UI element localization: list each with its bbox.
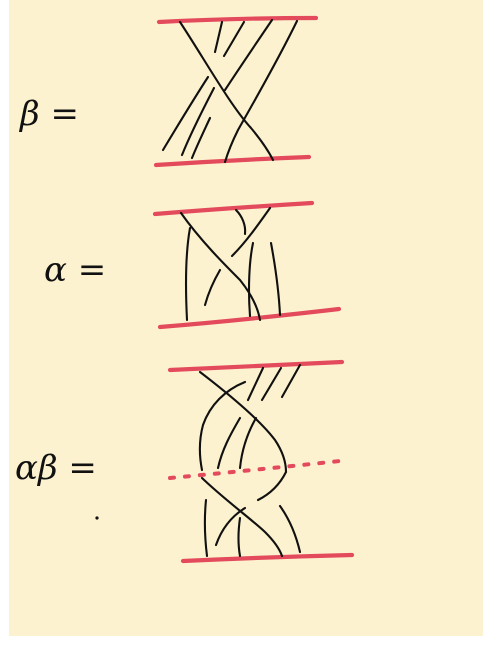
- braid-alpha: α =: [44, 200, 342, 330]
- alpha-beta-top-boundary: [167, 359, 345, 373]
- braid-beta: β =: [18, 15, 319, 168]
- beta-bottom-boundary: [153, 154, 312, 168]
- alpha-strand-right: [269, 241, 282, 317]
- alpha-beta-lower-strand-3: [237, 516, 242, 558]
- alpha-beta-middle-dotted-boundary: [168, 459, 342, 480]
- alpha-beta-upper-strand-2: [216, 366, 265, 470]
- alpha-beta-upper-strand-4: [238, 416, 258, 470]
- alpha-beta-upper-strand-3a: [260, 366, 283, 402]
- alpha-strand-over: [179, 211, 262, 322]
- alpha-beta-lower-strand-crossing: [214, 470, 288, 547]
- alpha-strand-3: [247, 241, 255, 318]
- alpha-strand-crossing: [203, 206, 272, 307]
- alpha-beta-upper-strand-over: [198, 370, 288, 474]
- beta-strand-left: [161, 20, 224, 152]
- label-alpha: α =: [44, 250, 106, 290]
- beta-strand-crossing: [223, 19, 299, 164]
- beta-top-boundary: [156, 15, 319, 25]
- label-beta: β =: [18, 94, 79, 134]
- beta-strand-over: [178, 20, 275, 162]
- beta-strand-3: [190, 18, 274, 160]
- alpha-top-boundary: [152, 200, 315, 217]
- alpha-strand-hook: [234, 208, 247, 236]
- alpha-beta-lower-strand-right: [278, 504, 302, 554]
- stray-dot: [95, 516, 99, 520]
- alpha-bottom-boundary: [157, 306, 342, 330]
- alpha-beta-upper-strand-left: [198, 380, 247, 472]
- alpha-beta-lower-strand-over: [200, 476, 284, 558]
- beta-strand-2: [180, 20, 246, 157]
- alpha-beta-bottom-boundary: [180, 552, 355, 564]
- alpha-beta-upper-strand-3b: [280, 363, 302, 399]
- braid-alpha-beta: αβ =: [15, 359, 355, 564]
- alpha-strand-left: [184, 226, 192, 322]
- alpha-beta-lower-strand-left: [203, 498, 209, 558]
- label-alpha-beta: αβ =: [15, 448, 97, 488]
